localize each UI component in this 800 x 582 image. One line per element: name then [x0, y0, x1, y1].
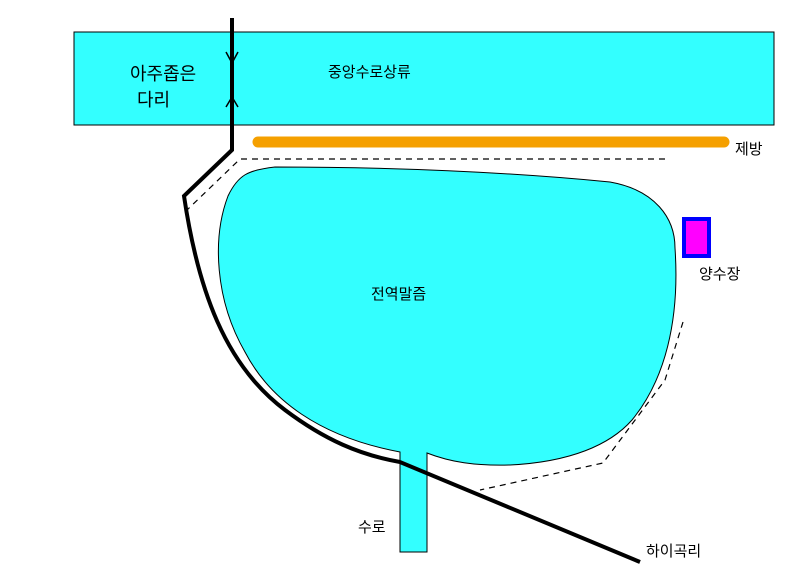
- bridge-label-line1: 아주좁은: [130, 64, 197, 85]
- lower-outlet-label: 하이곡리: [646, 542, 702, 560]
- arrow-up-icon: [225, 95, 239, 108]
- channel-label: 수로: [358, 518, 386, 536]
- basin-pond: [217, 166, 677, 553]
- upstream-label: 중앙수로상류: [328, 63, 411, 81]
- bridge-label-line2: 다리: [137, 90, 171, 111]
- arrow-down-icon: [225, 51, 239, 65]
- pump-station-icon: [682, 217, 711, 258]
- upstream-channel: [73, 31, 775, 126]
- dashed-boundary: [186, 158, 684, 491]
- pump-station-label: 양수장: [699, 265, 741, 283]
- levee-label: 제방: [735, 140, 763, 158]
- road-line: [181, 18, 641, 564]
- basin-label: 전역말즘: [371, 285, 427, 303]
